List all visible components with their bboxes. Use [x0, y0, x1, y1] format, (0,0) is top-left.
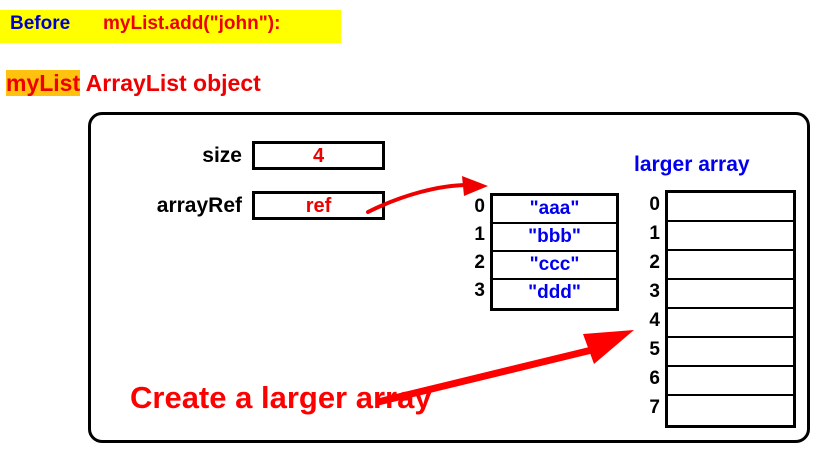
larger-array-index: 4	[649, 310, 660, 331]
larger-array-index: 7	[649, 397, 660, 418]
larger-array	[665, 190, 796, 428]
larger-array-cell	[668, 309, 793, 338]
field-label-arrayref: arrayRef	[156, 194, 242, 217]
small-array-index: 2	[474, 252, 485, 273]
small-array-index-column: 0 1 2 3	[466, 193, 485, 305]
larger-array-cell	[668, 222, 793, 251]
larger-array-cell	[668, 280, 793, 309]
larger-array-cell	[668, 338, 793, 367]
field-label-size: size	[202, 144, 242, 167]
larger-array-index: 6	[649, 368, 660, 389]
small-array: "aaa" "bbb" "ccc" "ddd"	[490, 193, 619, 311]
larger-array-cell	[668, 251, 793, 280]
small-array-cell: "ccc"	[493, 252, 616, 280]
larger-array-index-column: 0 1 2 3 4 5 6 7	[641, 190, 660, 422]
larger-array-cell	[668, 396, 793, 425]
small-array-index: 1	[474, 224, 485, 245]
larger-array-cell	[668, 367, 793, 396]
field-value-size: 4	[312, 145, 325, 167]
larger-array-index: 1	[649, 223, 660, 244]
small-array-cell: "ddd"	[528, 282, 581, 303]
larger-array-label: larger array	[634, 153, 750, 176]
larger-array-index: 0	[649, 194, 660, 215]
small-array-cell: "aaa"	[493, 196, 616, 224]
larger-array-index: 5	[649, 339, 660, 360]
field-box-arrayref: ref	[252, 191, 385, 220]
bottom-note-text: Create a larger array	[130, 380, 432, 415]
caption-code-text: myList.add("john"):	[103, 13, 281, 34]
small-array-cell: "bbb"	[493, 224, 616, 252]
larger-array-cell	[668, 193, 793, 222]
caption-state-label: Before	[10, 13, 71, 34]
field-box-size: 4	[252, 141, 385, 170]
object-title-variable: myList	[6, 70, 81, 96]
larger-array-index: 2	[649, 252, 660, 273]
object-title-rest: ArrayList object	[80, 70, 261, 96]
larger-array-index: 3	[649, 281, 660, 302]
arraylist-object-frame	[88, 112, 810, 443]
small-array-index: 0	[474, 196, 485, 217]
field-value-arrayref: ref	[305, 195, 332, 217]
caption-highlight-bar	[0, 10, 341, 43]
object-title: myList ArrayList object	[6, 70, 261, 97]
small-array-index: 3	[474, 280, 485, 301]
